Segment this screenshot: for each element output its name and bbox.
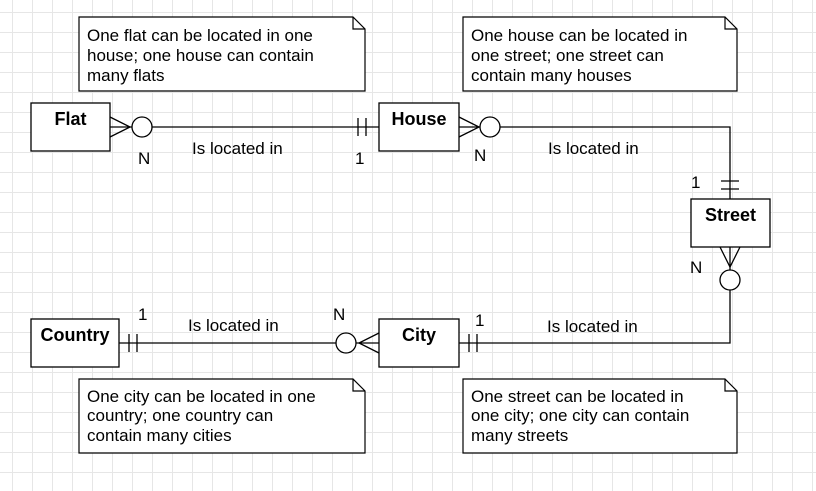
cardinality-house-one: 1 <box>355 149 364 168</box>
entity-house[interactable]: House <box>378 102 460 152</box>
note-street-city-line-2: one city; one city can contain <box>471 406 689 425</box>
optional-circle-street <box>719 269 741 291</box>
cardinality-city-many: N <box>333 305 345 324</box>
entity-house-name: House <box>391 109 446 129</box>
relationship-label-street-city: Is located in <box>547 317 638 336</box>
crows-foot-many-house <box>458 116 481 138</box>
note-flat-house[interactable]: One flat can be located in one house; on… <box>78 16 366 92</box>
entity-city[interactable]: City <box>378 318 460 368</box>
note-house-street[interactable]: One house can be located in one street; … <box>462 16 738 92</box>
relationship-label-house-street: Is located in <box>548 139 639 158</box>
cardinality-flat: N <box>138 149 150 168</box>
note-city-country-line-2: country; one country can <box>87 406 273 425</box>
note-city-country-line-1: One city can be located in one <box>87 387 316 406</box>
optional-circle-flat <box>131 116 153 138</box>
note-house-street-line-2: one street; one street can <box>471 46 664 65</box>
relationship-label-flat-house: Is located in <box>192 139 283 158</box>
note-flat-house-line-3: many flats <box>87 66 164 85</box>
note-flat-house-line-2: house; one house can contain <box>87 46 314 65</box>
note-fold-icon <box>724 17 737 30</box>
note-house-street-line-1: One house can be located in <box>471 26 687 45</box>
note-house-street-line-3: contain many houses <box>471 66 632 85</box>
crows-foot-many-flat <box>109 116 132 138</box>
note-flat-house-line-1: One flat can be located in one <box>87 26 313 45</box>
cardinality-street-one: 1 <box>691 173 700 192</box>
note-fold-icon <box>352 379 365 392</box>
cardinality-city-one: 1 <box>475 311 484 330</box>
entity-city-name: City <box>402 325 436 345</box>
crows-foot-many-street <box>719 246 741 269</box>
optional-circle-house <box>479 116 501 138</box>
entity-flat[interactable]: Flat <box>30 102 111 152</box>
note-street-city[interactable]: One street can be located in one city; o… <box>462 378 738 454</box>
note-fold-icon <box>724 379 737 392</box>
crows-foot-many-city <box>357 332 380 354</box>
connector-city-country[interactable] <box>119 332 380 354</box>
note-street-city-line-1: One street can be located in <box>471 387 684 406</box>
cardinality-country-one: 1 <box>138 305 147 324</box>
connector-street-city[interactable] <box>459 246 741 352</box>
note-city-country-line-3: contain many cities <box>87 426 232 445</box>
note-fold-icon <box>352 17 365 30</box>
note-city-country[interactable]: One city can be located in one country; … <box>78 378 366 454</box>
connector-flat-house[interactable] <box>109 116 379 138</box>
note-street-city-line-3: many streets <box>471 426 568 445</box>
relationship-label-city-country: Is located in <box>188 316 279 335</box>
entity-street[interactable]: Street <box>690 198 771 248</box>
connector-house-street[interactable] <box>458 116 739 199</box>
entity-country-name: Country <box>41 325 110 345</box>
entity-country[interactable]: Country <box>30 318 120 368</box>
entity-street-name: Street <box>705 205 756 225</box>
optional-circle-city <box>335 332 357 354</box>
cardinality-house-many: N <box>474 146 486 165</box>
cardinality-street-many: N <box>690 258 702 277</box>
entity-flat-name: Flat <box>54 109 86 129</box>
